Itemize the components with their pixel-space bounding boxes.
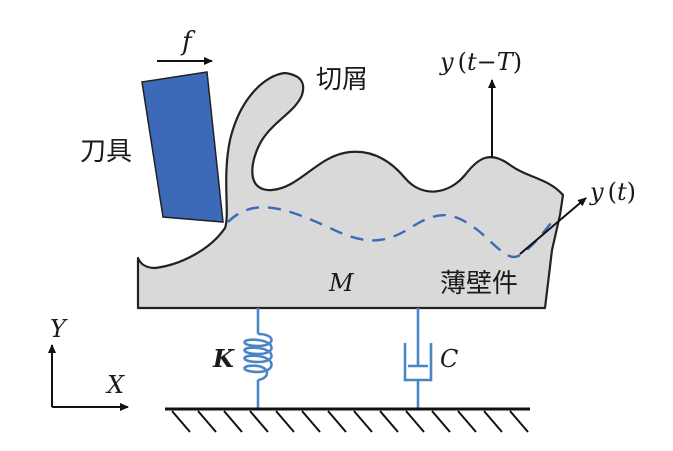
workpiece-label: 薄壁件	[440, 269, 518, 299]
y-current-arrow	[519, 197, 587, 255]
chip-label: 切屑	[316, 65, 368, 95]
spring-element	[243, 308, 273, 408]
y-current-label: y(t)	[589, 178, 636, 206]
mass-label: M	[328, 269, 355, 297]
workpiece-body	[136, 71, 565, 310]
machined-surface-dashed-line	[227, 206, 556, 259]
axis-x-label: X	[105, 371, 125, 399]
axis-y-label: Y	[50, 315, 68, 343]
damping-label: C	[440, 345, 458, 373]
cutting-tool	[141, 71, 224, 223]
y-delayed-label: y(t−T)	[439, 48, 522, 76]
stiffness-label: K	[212, 344, 235, 373]
feed-label: f	[180, 27, 196, 57]
damper-element	[403, 308, 433, 408]
tool-label: 刀具	[80, 137, 132, 167]
ground	[165, 407, 530, 433]
